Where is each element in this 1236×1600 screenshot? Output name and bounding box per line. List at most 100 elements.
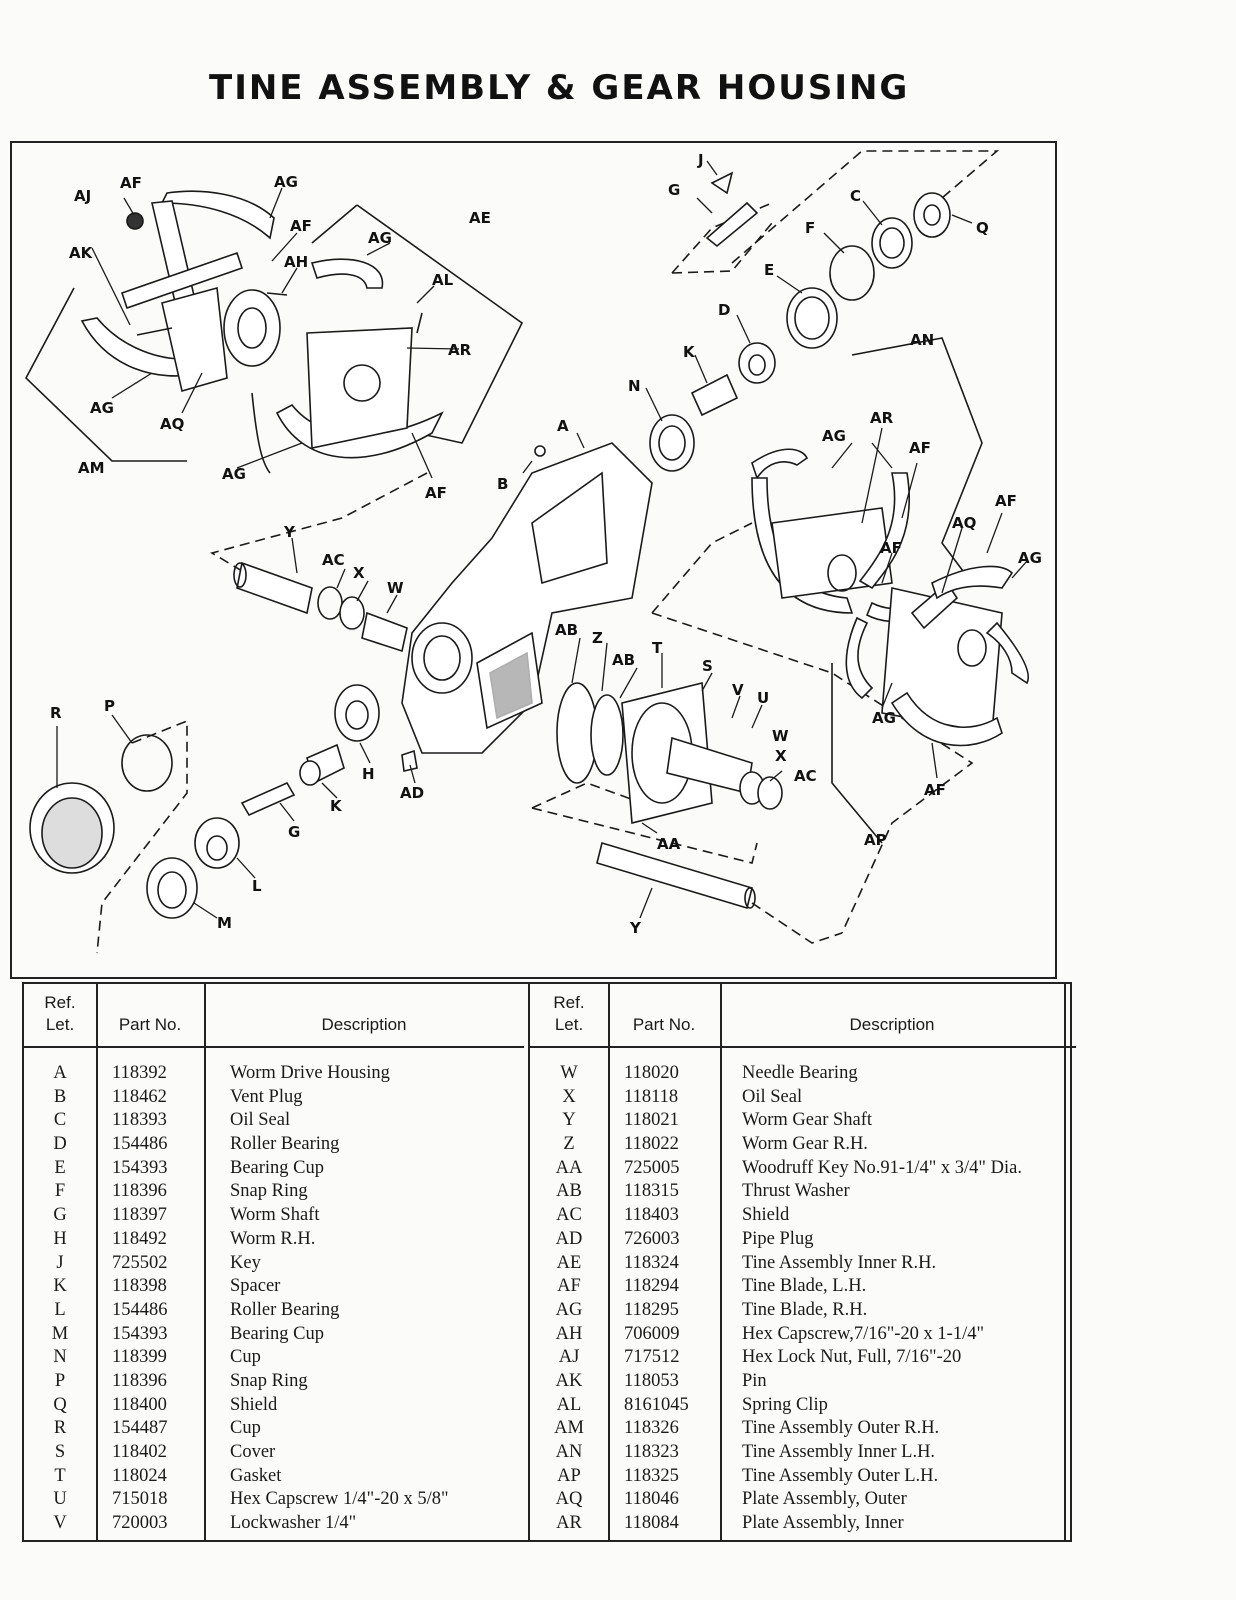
part-number: 118396 (112, 1181, 167, 1202)
ref-letter: A (53, 1063, 67, 1083)
part-number: 118398 (112, 1276, 167, 1297)
label-x: X (353, 564, 365, 582)
label-ab: AB (555, 621, 578, 639)
part-description: Tine Blade, R.H. (742, 1299, 868, 1320)
part-number: 118295 (624, 1299, 679, 1320)
label-w: W (772, 727, 789, 745)
part-description: Vent Plug (230, 1086, 303, 1107)
part-description: Worm Shaft (230, 1205, 320, 1226)
label-ag: AG (90, 399, 114, 417)
part-number: 118402 (112, 1442, 167, 1462)
part-number: 154486 (112, 1134, 168, 1155)
part-number: 706009 (624, 1323, 680, 1344)
part-description: Gasket (230, 1465, 282, 1486)
diagram-drawing: AJ AF AG AF AE AG AH AK AL AR AG AQ AM A… (25, 150, 1042, 954)
part-number: 154393 (112, 1157, 168, 1178)
label-a: A (557, 417, 569, 435)
label-g: G (668, 181, 680, 199)
part-number: 118399 (112, 1347, 167, 1368)
part-description: Snap Ring (230, 1181, 308, 1202)
part-number: 154393 (112, 1323, 168, 1344)
ref-letter: Q (53, 1394, 67, 1415)
part-description: Worm Drive Housing (230, 1063, 390, 1083)
label-e: E (764, 261, 774, 279)
part-number: 118046 (624, 1489, 679, 1510)
ref-letter: AC (556, 1205, 582, 1226)
diagram-labels: AJ AF AG AF AE AG AH AK AL AR AG AQ AM A… (50, 151, 1042, 937)
part-number: 118053 (624, 1370, 679, 1391)
part-description: Spring Clip (742, 1394, 828, 1415)
ref-letter: AP (557, 1465, 581, 1486)
part-number: 726003 (624, 1228, 680, 1249)
part-number: 118022 (624, 1134, 679, 1155)
label-r: R (50, 704, 62, 722)
label-an: AN (910, 331, 934, 349)
part-description: Hex Lock Nut, Full, 7/16"-20 (742, 1347, 962, 1368)
label-ar: AR (448, 341, 472, 359)
label-ac: AC (322, 551, 345, 569)
ref-letter: Z (563, 1134, 575, 1155)
part-number: 8161045 (624, 1394, 689, 1415)
label-y: Y (629, 919, 642, 937)
ref-letter: E (54, 1157, 66, 1178)
label-g: G (288, 823, 300, 841)
part-description: Tine Assembly Outer L.H. (742, 1465, 939, 1486)
part-number: 715018 (112, 1489, 168, 1510)
part-number: 118325 (624, 1465, 679, 1486)
part-description: Tine Assembly Inner L.H. (742, 1442, 936, 1462)
label-aq: AQ (160, 415, 184, 433)
label-ae: AE (469, 209, 491, 227)
part-description: Plate Assembly, Outer (742, 1489, 907, 1510)
ref-letter: M (51, 1323, 69, 1344)
ref-letter: AB (556, 1181, 582, 1202)
ref-letter: D (53, 1134, 67, 1155)
part-number: 118294 (624, 1276, 679, 1297)
ref-letter: W (560, 1063, 578, 1083)
ref-letter: T (54, 1465, 66, 1486)
header-ref-let: Ref. Let. (553, 993, 585, 1034)
label-ad: AD (400, 784, 424, 802)
ref-letter: K (53, 1276, 67, 1297)
table-row: A 118392 Worm Drive Housing (24, 1062, 524, 1086)
part-number: 118400 (112, 1394, 167, 1415)
label-aa: AA (657, 835, 681, 853)
part-number: 717512 (624, 1347, 680, 1368)
ref-letter: AM (554, 1418, 584, 1439)
part-number: 118392 (112, 1063, 167, 1083)
part-number: 118021 (624, 1110, 679, 1131)
label-ab: AB (612, 651, 635, 669)
label-d: D (718, 301, 730, 319)
header-part-no: Part No. (118, 1015, 182, 1034)
part-description: Spacer (230, 1276, 281, 1297)
ref-letter: J (56, 1252, 64, 1273)
header-ref-let: Ref. Let. (44, 993, 76, 1034)
label-b: B (497, 475, 508, 493)
label-ag: AG (872, 709, 896, 727)
part-number: 118462 (112, 1086, 167, 1107)
ref-letter: AD (555, 1228, 583, 1249)
part-number: 118403 (624, 1205, 679, 1226)
part-description: Pin (742, 1370, 767, 1391)
part-description: Hex Capscrew 1/4"-20 x 5/8" (230, 1489, 449, 1510)
page-title: TINE ASSEMBLY & GEAR HOUSING (209, 68, 910, 108)
ref-letter: C (53, 1110, 67, 1131)
label-u: U (757, 689, 769, 707)
part-description: Worm Gear R.H. (742, 1134, 868, 1155)
label-ag: AG (368, 229, 392, 247)
